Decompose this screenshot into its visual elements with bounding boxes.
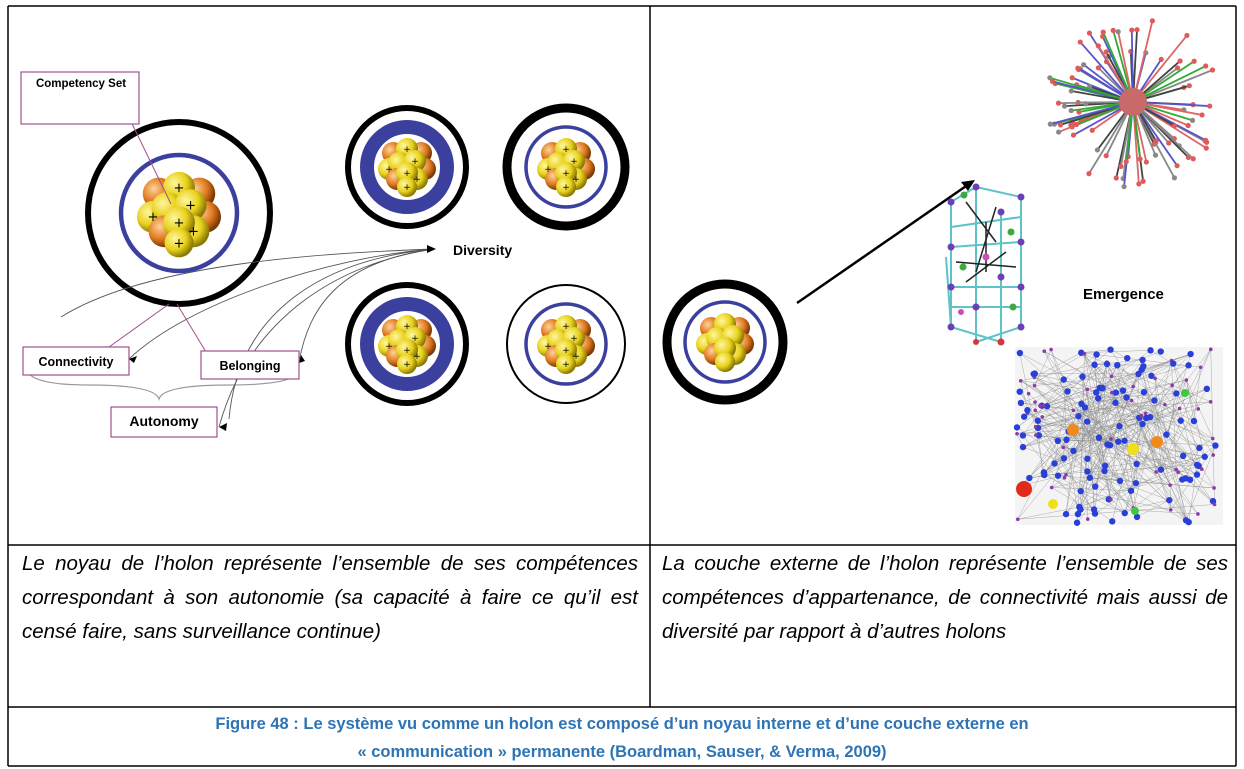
figure-caption-line1: Figure 48 : Le système vu comme un holon…: [215, 715, 1029, 733]
holon-small-4: [506, 284, 626, 404]
label-diversity: Diversity: [453, 242, 513, 258]
description-right: La couche externe de l’holon représente …: [662, 552, 1228, 643]
label-emergence: Emergence: [1083, 286, 1164, 303]
emergence-starburst: [1047, 18, 1216, 190]
holon-small-2: [502, 103, 630, 231]
big-holon: [85, 119, 273, 307]
holon-left-figure: +++ +++: [20, 71, 630, 438]
dense-network: [1013, 346, 1223, 526]
lattice-structure: [945, 183, 1025, 346]
label-belonging: Belonging: [219, 359, 281, 373]
holon-small-3: [345, 282, 469, 406]
holon-small-1: [345, 105, 469, 229]
holon-right-figure: Emergence: [662, 18, 1223, 526]
figure-caption-line2: « communication » permanente (Boardman, …: [357, 743, 887, 761]
label-connectivity: Connectivity: [38, 355, 114, 369]
label-autonomy: Autonomy: [129, 413, 199, 429]
label-competency-set: Competency Set: [35, 78, 127, 90]
holon-right: [662, 279, 788, 405]
description-left: Le noyau de l’holon représente l’ensembl…: [22, 552, 638, 643]
